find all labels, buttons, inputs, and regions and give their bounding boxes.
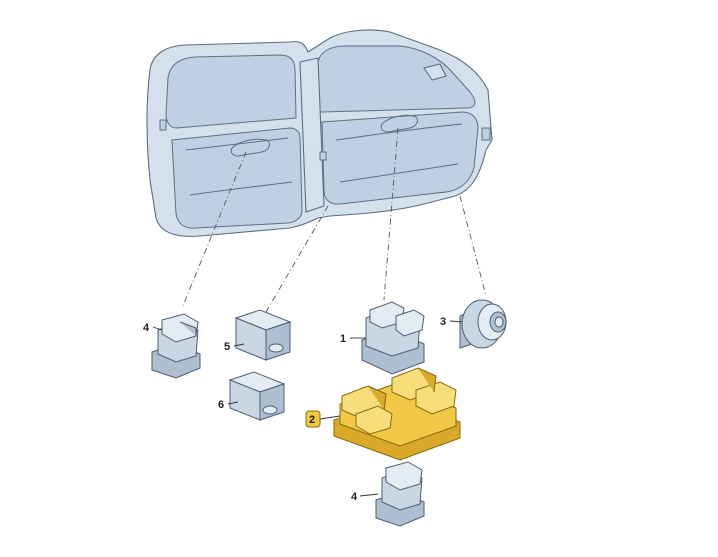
callout-leaders [152,320,463,497]
location-leader-lines [181,127,487,313]
callout-2: 2 [309,414,315,426]
callout-2-highlight-badge [305,410,321,428]
rotary-knob-part-3 [459,299,507,349]
callout-3: 3 [440,316,446,328]
callout-4-lower: 4 [351,491,358,503]
switch-part-6 [228,371,286,421]
switch-part-1 [361,301,425,375]
callout-5: 5 [224,341,230,353]
switch-part-4-lower [375,461,425,527]
callout-labels: 4 5 6 1 2 3 4 [143,316,446,503]
switch-part-5 [234,309,292,361]
switch-assembly-part-2 [333,367,461,461]
callout-4-upper: 4 [143,322,150,334]
callout-6: 6 [218,399,224,411]
switch-part-4-upper [151,313,201,379]
callout-1: 1 [340,333,346,345]
door-frame-illustration [146,29,493,237]
